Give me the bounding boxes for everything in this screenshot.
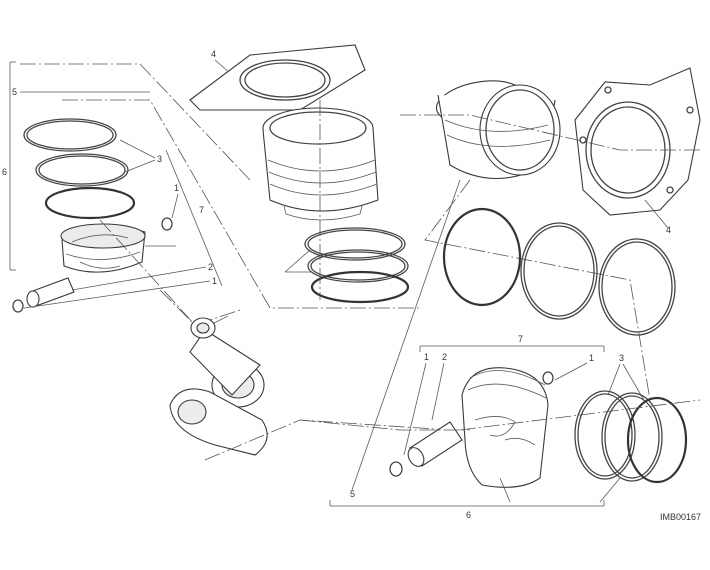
circlip-right-a xyxy=(542,371,554,385)
callout-1-right-b: 1 xyxy=(589,353,594,363)
piston-rings-right-large xyxy=(442,207,676,336)
callout-6-right: 6 xyxy=(466,510,471,520)
bracket-7-right xyxy=(419,345,605,352)
piston-rings-right-small xyxy=(574,390,688,484)
callout-1-left: 1 xyxy=(174,183,179,193)
cylinder-top xyxy=(262,107,379,221)
callout-1-left-b: 1 xyxy=(212,276,217,286)
callout-1-right-a: 1 xyxy=(424,352,429,362)
base-gasket-top xyxy=(189,44,366,111)
axis-left-b xyxy=(20,63,251,181)
circlip-left-a xyxy=(12,299,24,313)
piston-pin-left xyxy=(26,277,75,308)
callout-2-left: 2 xyxy=(208,262,213,272)
piston-rings-left xyxy=(23,118,136,220)
piston-rings-center xyxy=(304,227,410,304)
circlip-right-b xyxy=(389,461,403,477)
callout-2-right: 2 xyxy=(442,352,447,362)
callout-4-right: 4 xyxy=(666,225,671,235)
callout-5-right: 5 xyxy=(350,489,355,499)
callout-6-left: 6 xyxy=(2,167,7,177)
callout-5-left: 5 xyxy=(12,87,17,97)
bracket-6-left xyxy=(9,61,16,271)
callout-3-left: 3 xyxy=(157,154,162,164)
axis-left-c xyxy=(99,219,241,326)
piston-right xyxy=(461,367,549,488)
head-gasket-right xyxy=(574,67,701,216)
axis-right-a xyxy=(400,114,700,151)
callout-7-left: 7 xyxy=(199,205,204,215)
bracket-7-left xyxy=(165,149,223,287)
callout-7-right: 7 xyxy=(518,334,523,344)
connecting-rod xyxy=(169,317,268,456)
circlip-left-b xyxy=(161,217,173,231)
drawing-code: IMB00167 xyxy=(660,512,701,522)
axis-left-a xyxy=(62,99,420,309)
callout-4-top: 4 xyxy=(211,49,216,59)
bracket-6-right xyxy=(329,500,605,507)
cylinder-liner-right xyxy=(435,80,561,179)
callout-3-right: 3 xyxy=(619,353,624,363)
piston-left xyxy=(60,223,146,273)
piston-pin-right xyxy=(407,421,463,467)
